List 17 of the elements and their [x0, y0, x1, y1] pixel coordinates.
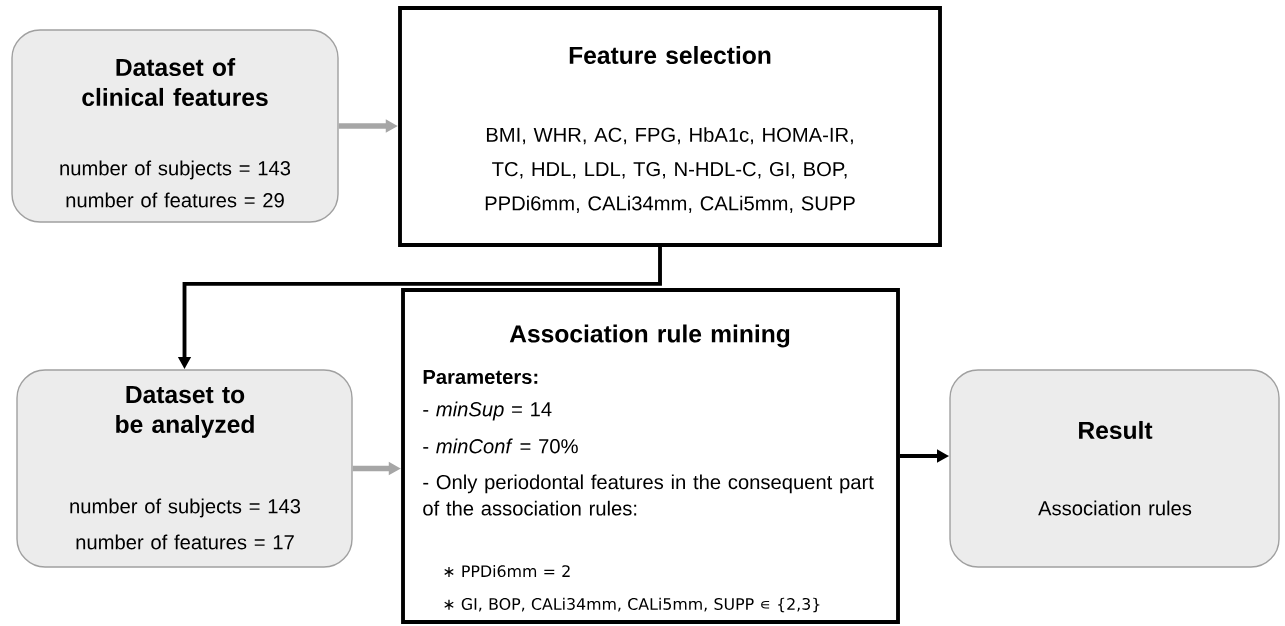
- parameter-text: - minSup = 14: [423, 401, 552, 421]
- count-text: number of features = 29: [66, 192, 284, 208]
- heading: Dataset of clinical features: [82, 58, 268, 106]
- parameter-heading: Parameters:: [423, 369, 538, 385]
- parameter-text: - minConf = 70%: [423, 438, 578, 454]
- result-text: Association rules: [1038, 500, 1192, 516]
- heading: Feature selection: [569, 45, 771, 65]
- count-text: number of subjects = 143: [60, 160, 291, 180]
- criterion-text: ∗ PPDi6mm = 2: [444, 564, 570, 578]
- feature-list: BMI, WHR, AC, FPG, HbA1c, HOMA-IR, TC, HDL, LDL, TG, N-HDL-C, GI, BOP, PPDi6mm, CALi34mm, CALi5mm, SUPP: [485, 127, 855, 213]
- criterion-text: ∗ GI, BOP, CALi34mm, CALi5mm, SUPP ∊ {2,3}: [444, 597, 820, 613]
- count-text: number of subjects = 143: [70, 498, 301, 518]
- heading: Result: [1079, 420, 1153, 440]
- heading: Association rule mining: [509, 324, 790, 348]
- count-text: number of features = 17: [76, 534, 294, 550]
- parameter-text: - Only periodontal features in the consequent part of the association rules:: [423, 474, 874, 516]
- heading: Dataset to be analyzed: [116, 386, 254, 438]
